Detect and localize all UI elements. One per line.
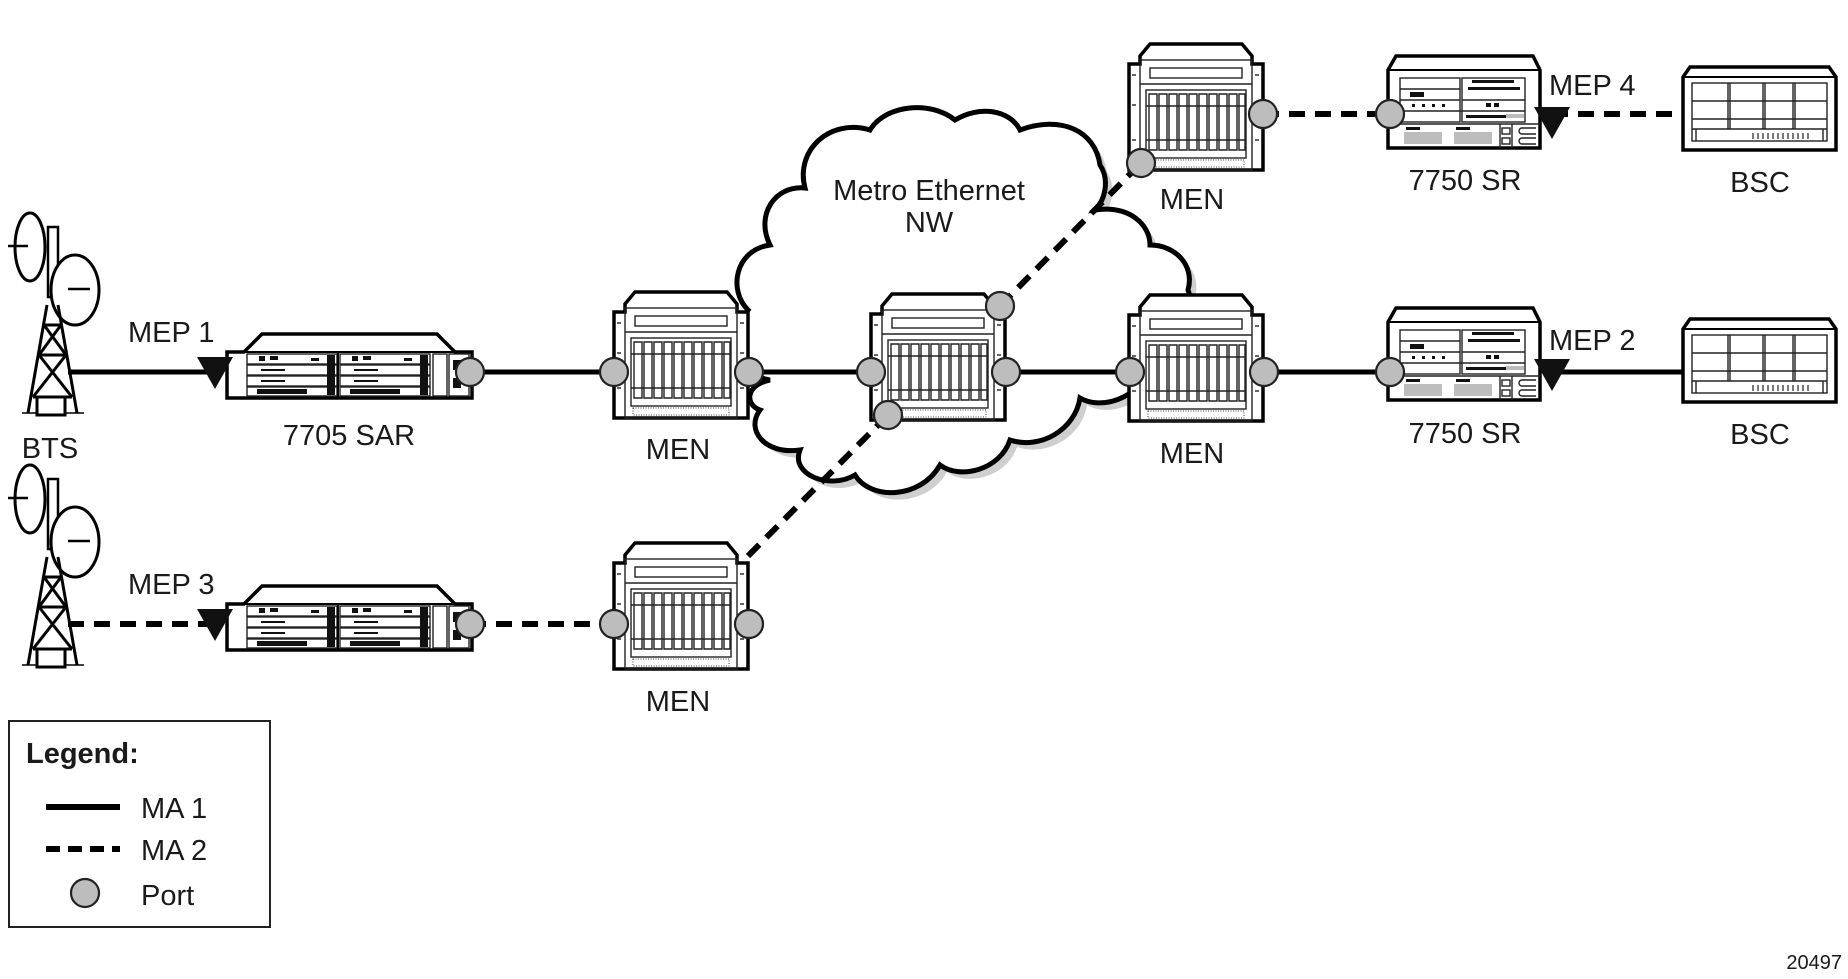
router-chassis-icon [1386,54,1542,150]
router-chassis-icon [225,584,474,652]
mep-1-label: MEP 1 [128,317,215,349]
legend-item-port: Port [141,880,194,912]
port-men-right-east[interactable] [1248,356,1280,388]
port-men-top-southwest[interactable] [1125,147,1157,179]
sr-middle-label: 7750 SR [1409,418,1522,450]
port-men-bottom-east[interactable] [733,608,765,640]
bsc-top-label: BSC [1730,167,1790,199]
legend-port-icon [69,877,101,909]
men-left-label: MEN [646,434,710,466]
port-sr-middle-west[interactable] [1374,356,1406,388]
cloud-label-line1: Metro Ethernet [833,175,1025,207]
men-top[interactable]: MEN [1127,42,1265,216]
men-bottom[interactable]: MEN [612,541,750,718]
cloud-label-line2: NW [905,207,954,239]
men-bottom-label: MEN [646,686,710,718]
men-right-label: MEN [1160,438,1224,470]
mep-4-label: MEP 4 [1549,70,1636,102]
men-left[interactable]: MEN [612,290,750,466]
link-men-center-men-top-ma2 [997,160,1144,309]
router-chassis-icon [1386,306,1542,402]
sr-7750-middle[interactable]: 7750 SR [1386,306,1542,450]
bts-label: BTS [22,433,78,465]
antenna-tower-icon [6,211,101,417]
mep-3-label: MEP 3 [128,569,215,601]
legend-item-ma2: MA 2 [141,835,207,867]
port-men-right-west[interactable] [1114,356,1146,388]
sar-7705-top[interactable]: 7705 SAR [225,332,474,452]
men-right[interactable]: MEN [1127,293,1265,470]
port-sar-bottom[interactable] [454,608,486,640]
legend-item-ma1: MA 1 [141,793,207,825]
port-men-center-southwest[interactable] [872,399,904,431]
link-men-bottom-men-center-ma2 [745,412,891,559]
mep-3[interactable]: MEP 3 [128,569,233,641]
port-sar-top[interactable] [454,356,486,388]
switch-chassis-icon [612,541,750,671]
ports [454,98,1406,640]
bsc-middle-label: BSC [1730,419,1790,451]
bsc-middle[interactable]: BSC [1681,317,1838,451]
men-top-label: MEN [1160,184,1224,216]
bts-bottom[interactable] [6,463,101,669]
antenna-tower-icon [6,463,101,669]
switch-chassis-icon [1127,293,1265,423]
router-chassis-icon [225,332,474,400]
port-men-top-east[interactable] [1247,98,1279,130]
bts-top[interactable]: BTS [6,211,101,465]
sr-top-label: 7750 SR [1409,165,1522,197]
port-men-center-east[interactable] [990,356,1022,388]
port-men-bottom-west[interactable] [598,608,630,640]
mep-2-label: MEP 2 [1549,325,1636,357]
mep-2[interactable]: MEP 2 [1534,325,1636,391]
figure-id: 20497 [1786,952,1842,974]
sar-label: 7705 SAR [283,420,415,452]
port-men-center-northeast[interactable] [984,290,1016,322]
bsc-chassis-icon [1681,65,1838,152]
port-men-center-west[interactable] [855,356,887,388]
sr-7750-top[interactable]: 7750 SR [1386,54,1542,197]
port-sr-top-west[interactable] [1374,98,1406,130]
bsc-chassis-icon [1681,317,1838,404]
links [68,111,1683,627]
legend: Legend: MA 1 MA 2 Port [8,720,271,928]
bsc-top[interactable]: BSC [1681,65,1838,199]
mep-4[interactable]: MEP 4 [1534,70,1636,139]
switch-chassis-icon [612,290,750,420]
port-men-left-east[interactable] [733,356,765,388]
sar-7705-bottom[interactable] [225,584,474,652]
port-men-left-west[interactable] [598,356,630,388]
mep-1[interactable]: MEP 1 [128,317,233,389]
legend-box [8,720,271,928]
legend-title: Legend: [26,738,139,770]
